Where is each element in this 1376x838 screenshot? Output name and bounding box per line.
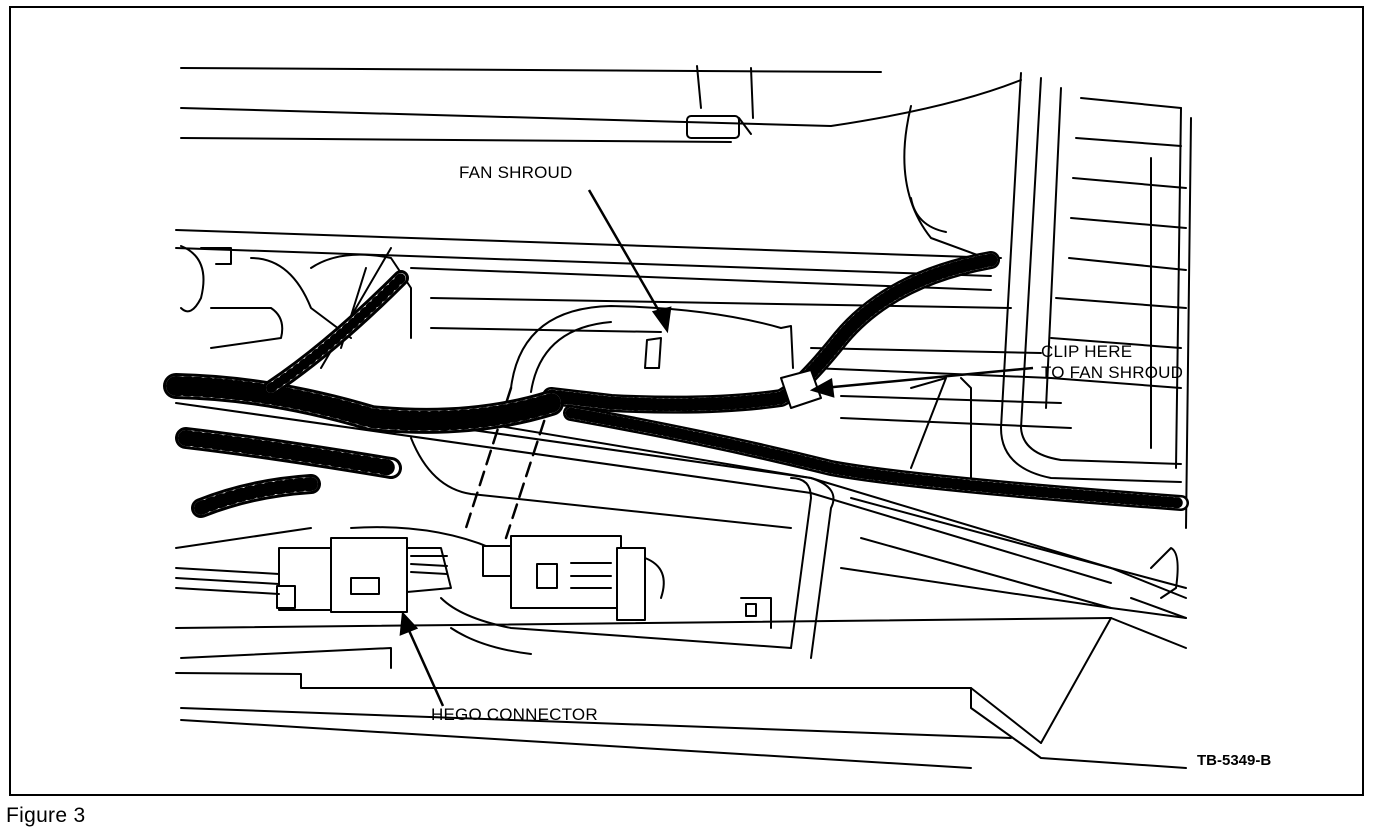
wiring-harness-left: [163, 270, 564, 518]
figure-frame: FAN SHROUD CLIP HERE TO FAN SHROUD HEGO …: [9, 6, 1364, 796]
fan-shroud-outline: [903, 72, 1192, 529]
clip-leader: [822, 366, 1034, 390]
lower-panel-lines: [175, 377, 1187, 769]
reference-code: TB-5349-B: [1197, 752, 1272, 769]
hego-connector-body: [175, 526, 492, 613]
leader-arrows: [399, 189, 1034, 707]
clip-here-line-2: TO FAN SHROUD: [1041, 363, 1184, 382]
clip-here-line-1: CLIP HERE: [1041, 342, 1133, 361]
dashed-routing: [464, 386, 553, 540]
upper-panel-lines: [180, 65, 1022, 143]
arrow-head-icon: [809, 378, 835, 398]
crossmember-lines: [175, 229, 1072, 429]
wiring-harness-lower: [563, 405, 1189, 511]
hego-leader: [405, 625, 445, 707]
hego-connector-label: HEGO CONNECTOR: [431, 705, 598, 724]
fan-shroud-leader: [587, 189, 665, 319]
arrow-head-icon: [399, 611, 419, 636]
arrow-head-icon: [651, 306, 672, 334]
sensor-wire: [510, 305, 782, 393]
harness-clip: [644, 325, 822, 409]
clip-here-label: CLIP HERE TO FAN SHROUD: [1041, 341, 1183, 383]
mating-connector: [440, 535, 792, 655]
figure-caption: Figure 3: [6, 804, 86, 827]
fan-shroud-label: FAN SHROUD: [459, 163, 573, 182]
engine-bay-illustration: [163, 65, 1192, 769]
